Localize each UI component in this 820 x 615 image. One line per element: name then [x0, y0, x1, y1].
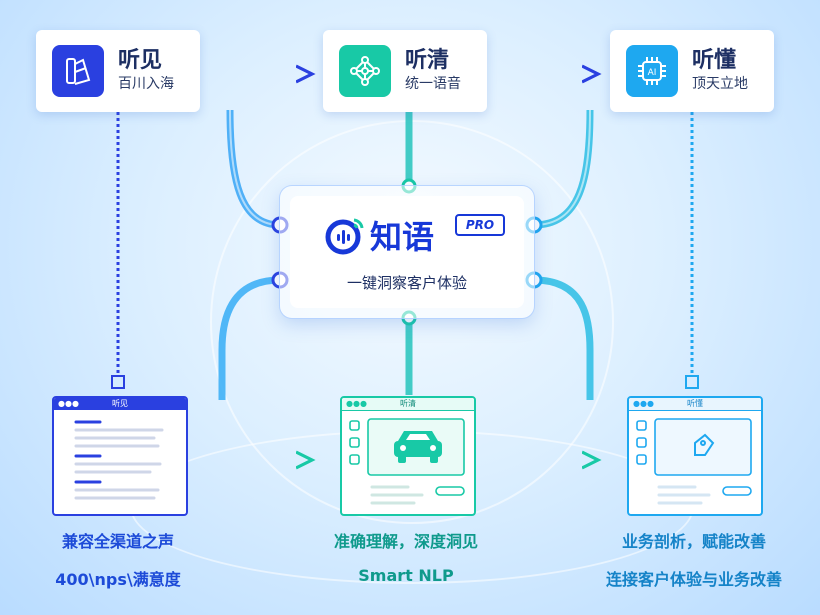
window-tingdong: ●●● 听懂 — [627, 396, 763, 516]
card-subtitle: 顶天立地 — [692, 76, 748, 92]
window-dots-icon: ●●● — [58, 399, 79, 408]
document-lines-illustration — [74, 420, 164, 500]
caption-line-1: 兼容全渠道之声 — [61, 532, 174, 551]
window-titlebar: ●●● 听懂 — [629, 398, 761, 411]
window-dots-icon: ●●● — [633, 399, 654, 408]
caption-line-2: Smart NLP — [358, 566, 454, 585]
product-hub-card: 知语 PRO 一键洞察客户体验 — [280, 186, 534, 318]
color-swatch-icon — [52, 45, 104, 97]
window-tingjian: ●●● 听见 — [52, 396, 188, 516]
window-title: 听清 — [400, 399, 416, 408]
brand-name: 知语 — [370, 218, 435, 256]
window-dots-icon: ●●● — [346, 399, 367, 408]
window-titlebar: ●●● 听清 — [342, 398, 474, 411]
window-titlebar: ●●● 听见 — [54, 398, 186, 410]
card-tingdong: AI 听懂 顶天立地 — [610, 30, 774, 112]
voice-logo-icon — [325, 218, 364, 255]
card-subtitle: 百川入海 — [118, 76, 174, 92]
window-title: 听懂 — [687, 399, 703, 408]
card-title: 听见 — [118, 48, 163, 73]
caption-line-2: 连接客户体验与业务改善 — [605, 570, 782, 589]
caption-line-1: 准确理解，深度洞见 — [333, 532, 478, 551]
caption-channels: 兼容全渠道之声 400\nps\满意度 — [20, 528, 216, 590]
window-title: 听见 — [112, 399, 128, 408]
caption-nlp: 准确理解，深度洞见 Smart NLP — [300, 528, 512, 585]
ai-chip-icon: AI — [626, 45, 678, 97]
pro-badge: PRO — [455, 214, 505, 236]
tag-analysis-illustration — [636, 418, 752, 505]
card-tingqing: 听清 统一语音 — [323, 30, 487, 112]
car-recognition-illustration — [349, 418, 465, 505]
car-icon — [394, 431, 442, 463]
card-subtitle: 统一语音 — [405, 76, 461, 92]
window-tingqing: ●●● 听清 — [340, 396, 476, 516]
caption-business: 业务剖析，赋能改善 连接客户体验与业务改善 — [584, 528, 804, 590]
caption-line-2: 400\nps\满意度 — [55, 570, 181, 589]
card-tingjian: 听见 百川入海 — [36, 30, 200, 112]
card-title: 听懂 — [692, 48, 737, 73]
caption-line-1: 业务剖析，赋能改善 — [621, 532, 766, 551]
svg-text:AI: AI — [648, 68, 657, 78]
neural-network-icon — [339, 45, 391, 97]
product-hub-inner: 知语 PRO 一键洞察客户体验 — [290, 196, 524, 308]
slogan: 一键洞察客户体验 — [346, 274, 467, 292]
tag-icon — [694, 433, 715, 456]
card-title: 听清 — [405, 48, 450, 73]
